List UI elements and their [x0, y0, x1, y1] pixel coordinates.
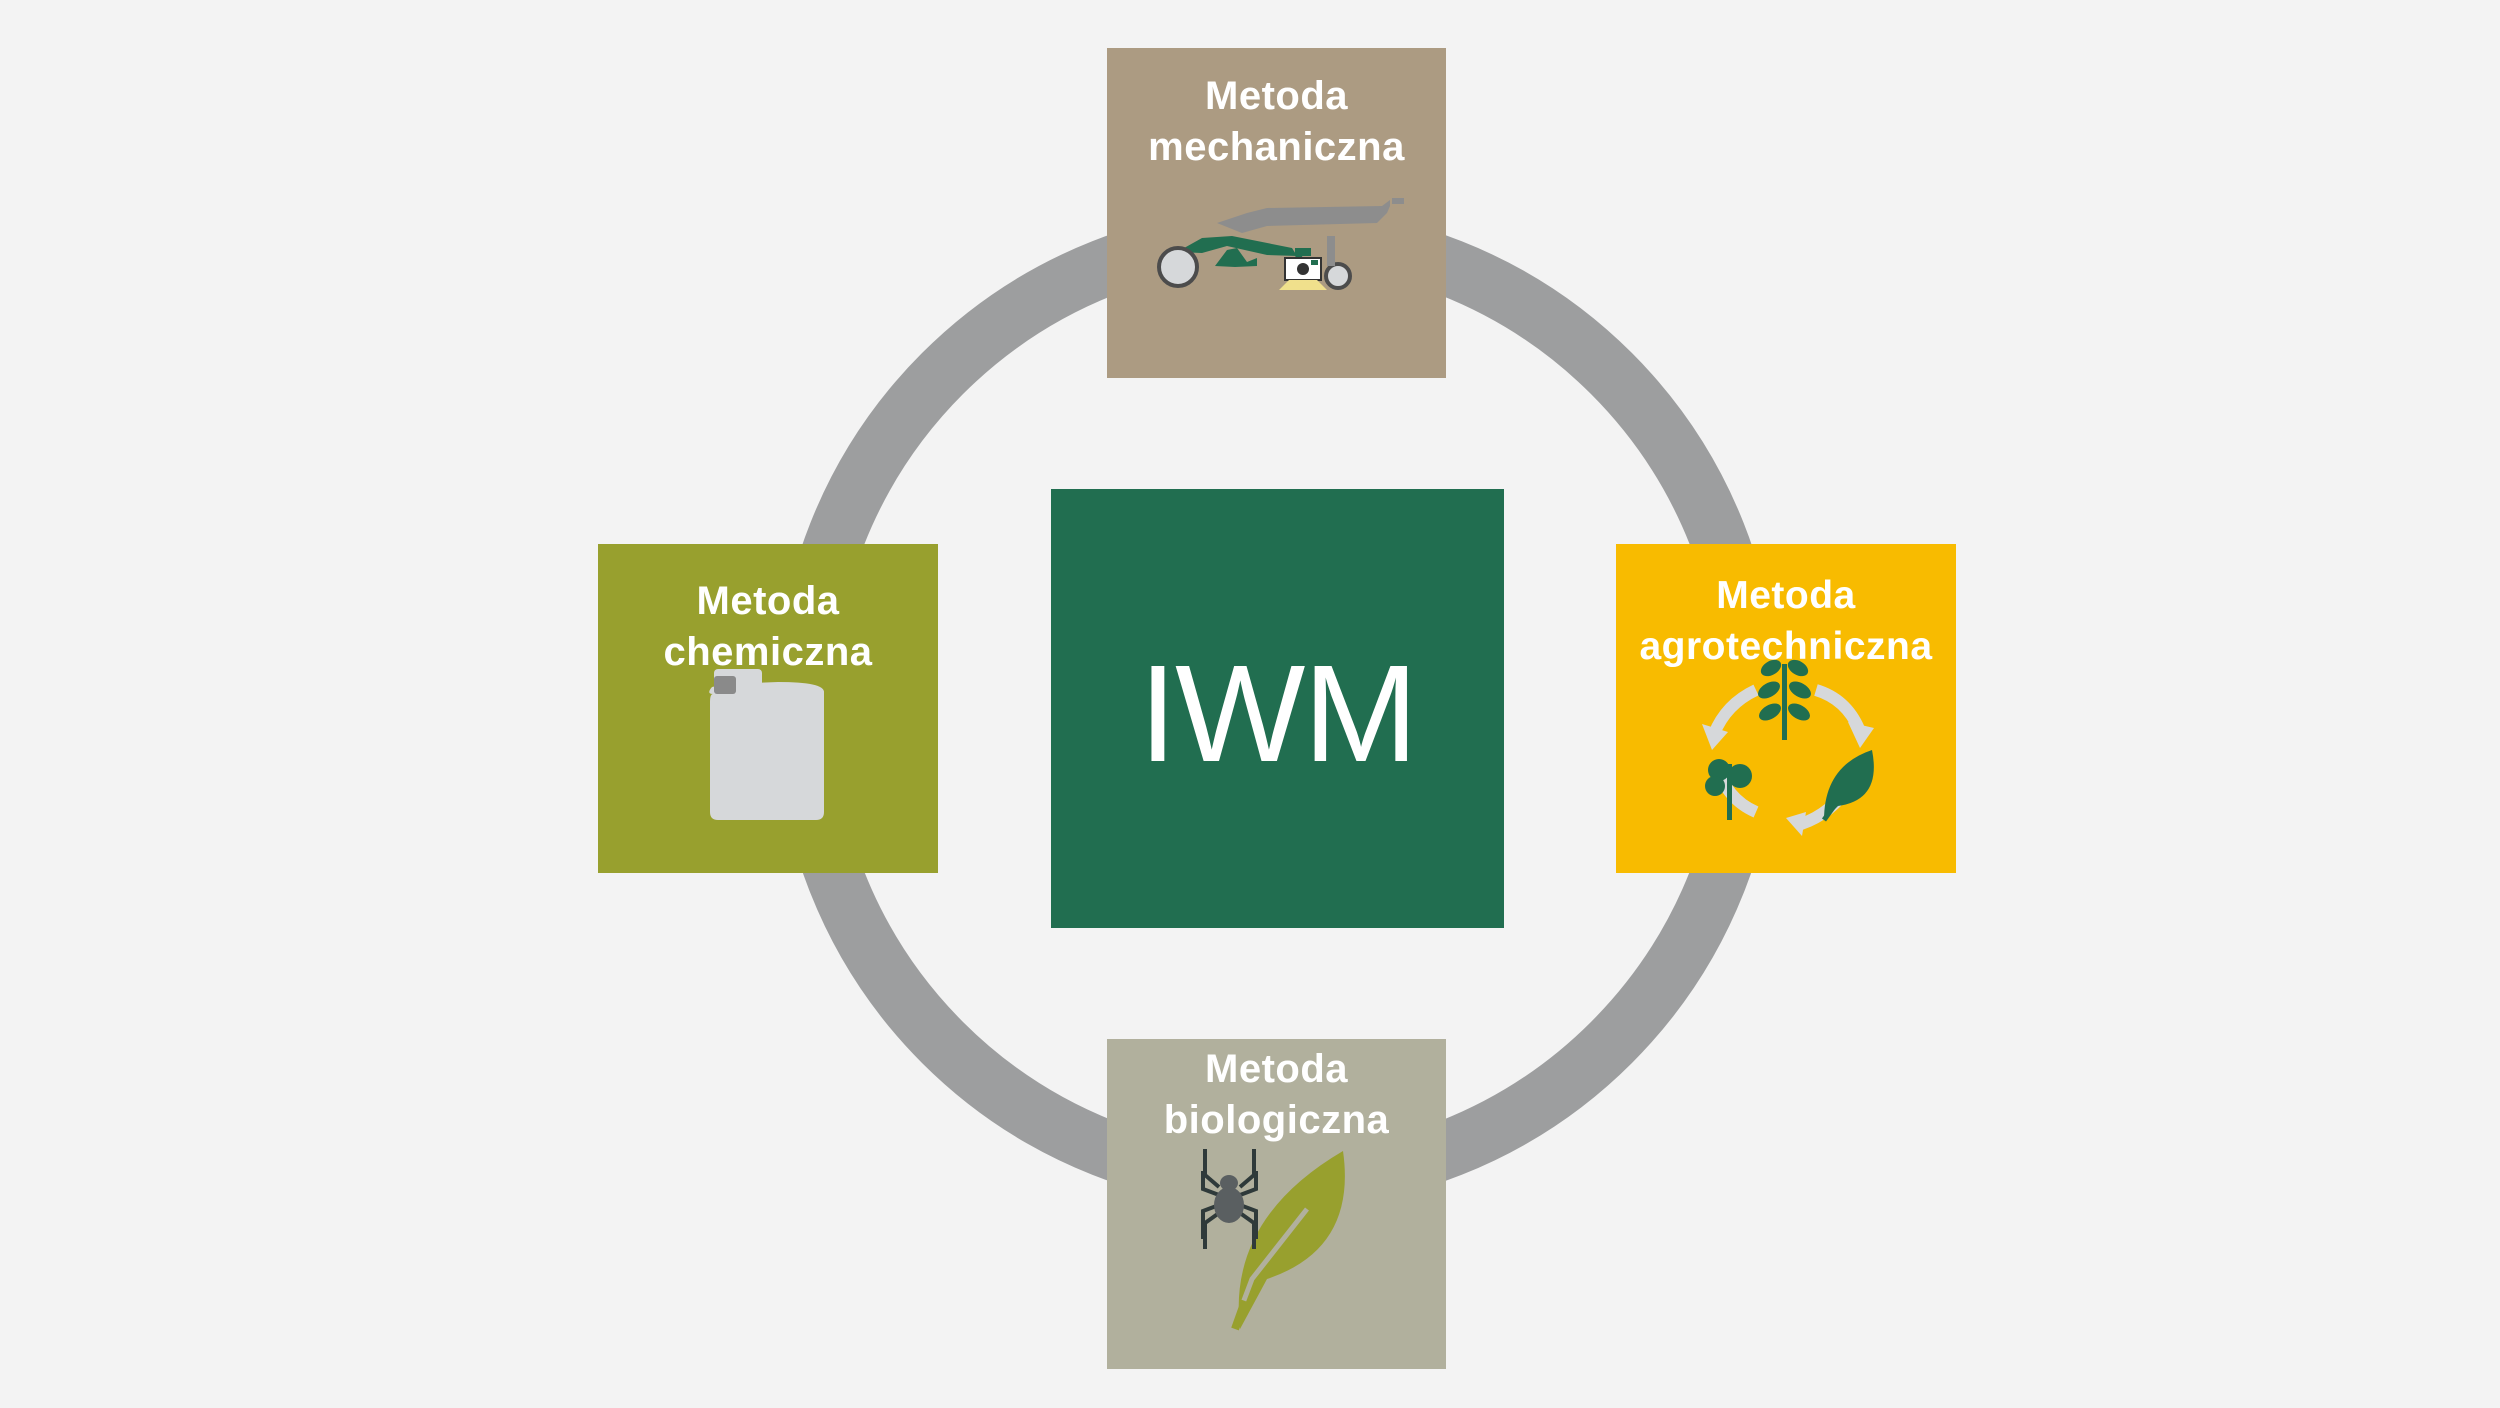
canister-icon — [709, 669, 824, 820]
spider-leaf-icon — [1201, 1149, 1345, 1331]
method-biological-box: Metoda biologiczna — [1107, 1039, 1446, 1369]
method-mechanical-title: Metoda mechaniczna — [1148, 74, 1405, 169]
method-chemical-title: Metoda chemiczna — [663, 579, 873, 674]
iwm-center-box: IWM — [1051, 489, 1504, 928]
iwm-label: IWM — [1138, 637, 1419, 791]
method-chemical-box: Metoda chemiczna — [598, 544, 938, 873]
method-agrotechnical-box: Metoda agrotechniczna — [1616, 544, 1956, 873]
method-biological-title: Metoda biologiczna — [1163, 1047, 1390, 1142]
method-agrotechnical-title: Metoda agrotechniczna — [1639, 574, 1933, 668]
weeder-machine-icon — [1157, 198, 1404, 290]
method-mechanical-box: Metoda mechaniczna — [1107, 48, 1446, 378]
crop-rotation-icon — [1702, 659, 1874, 836]
